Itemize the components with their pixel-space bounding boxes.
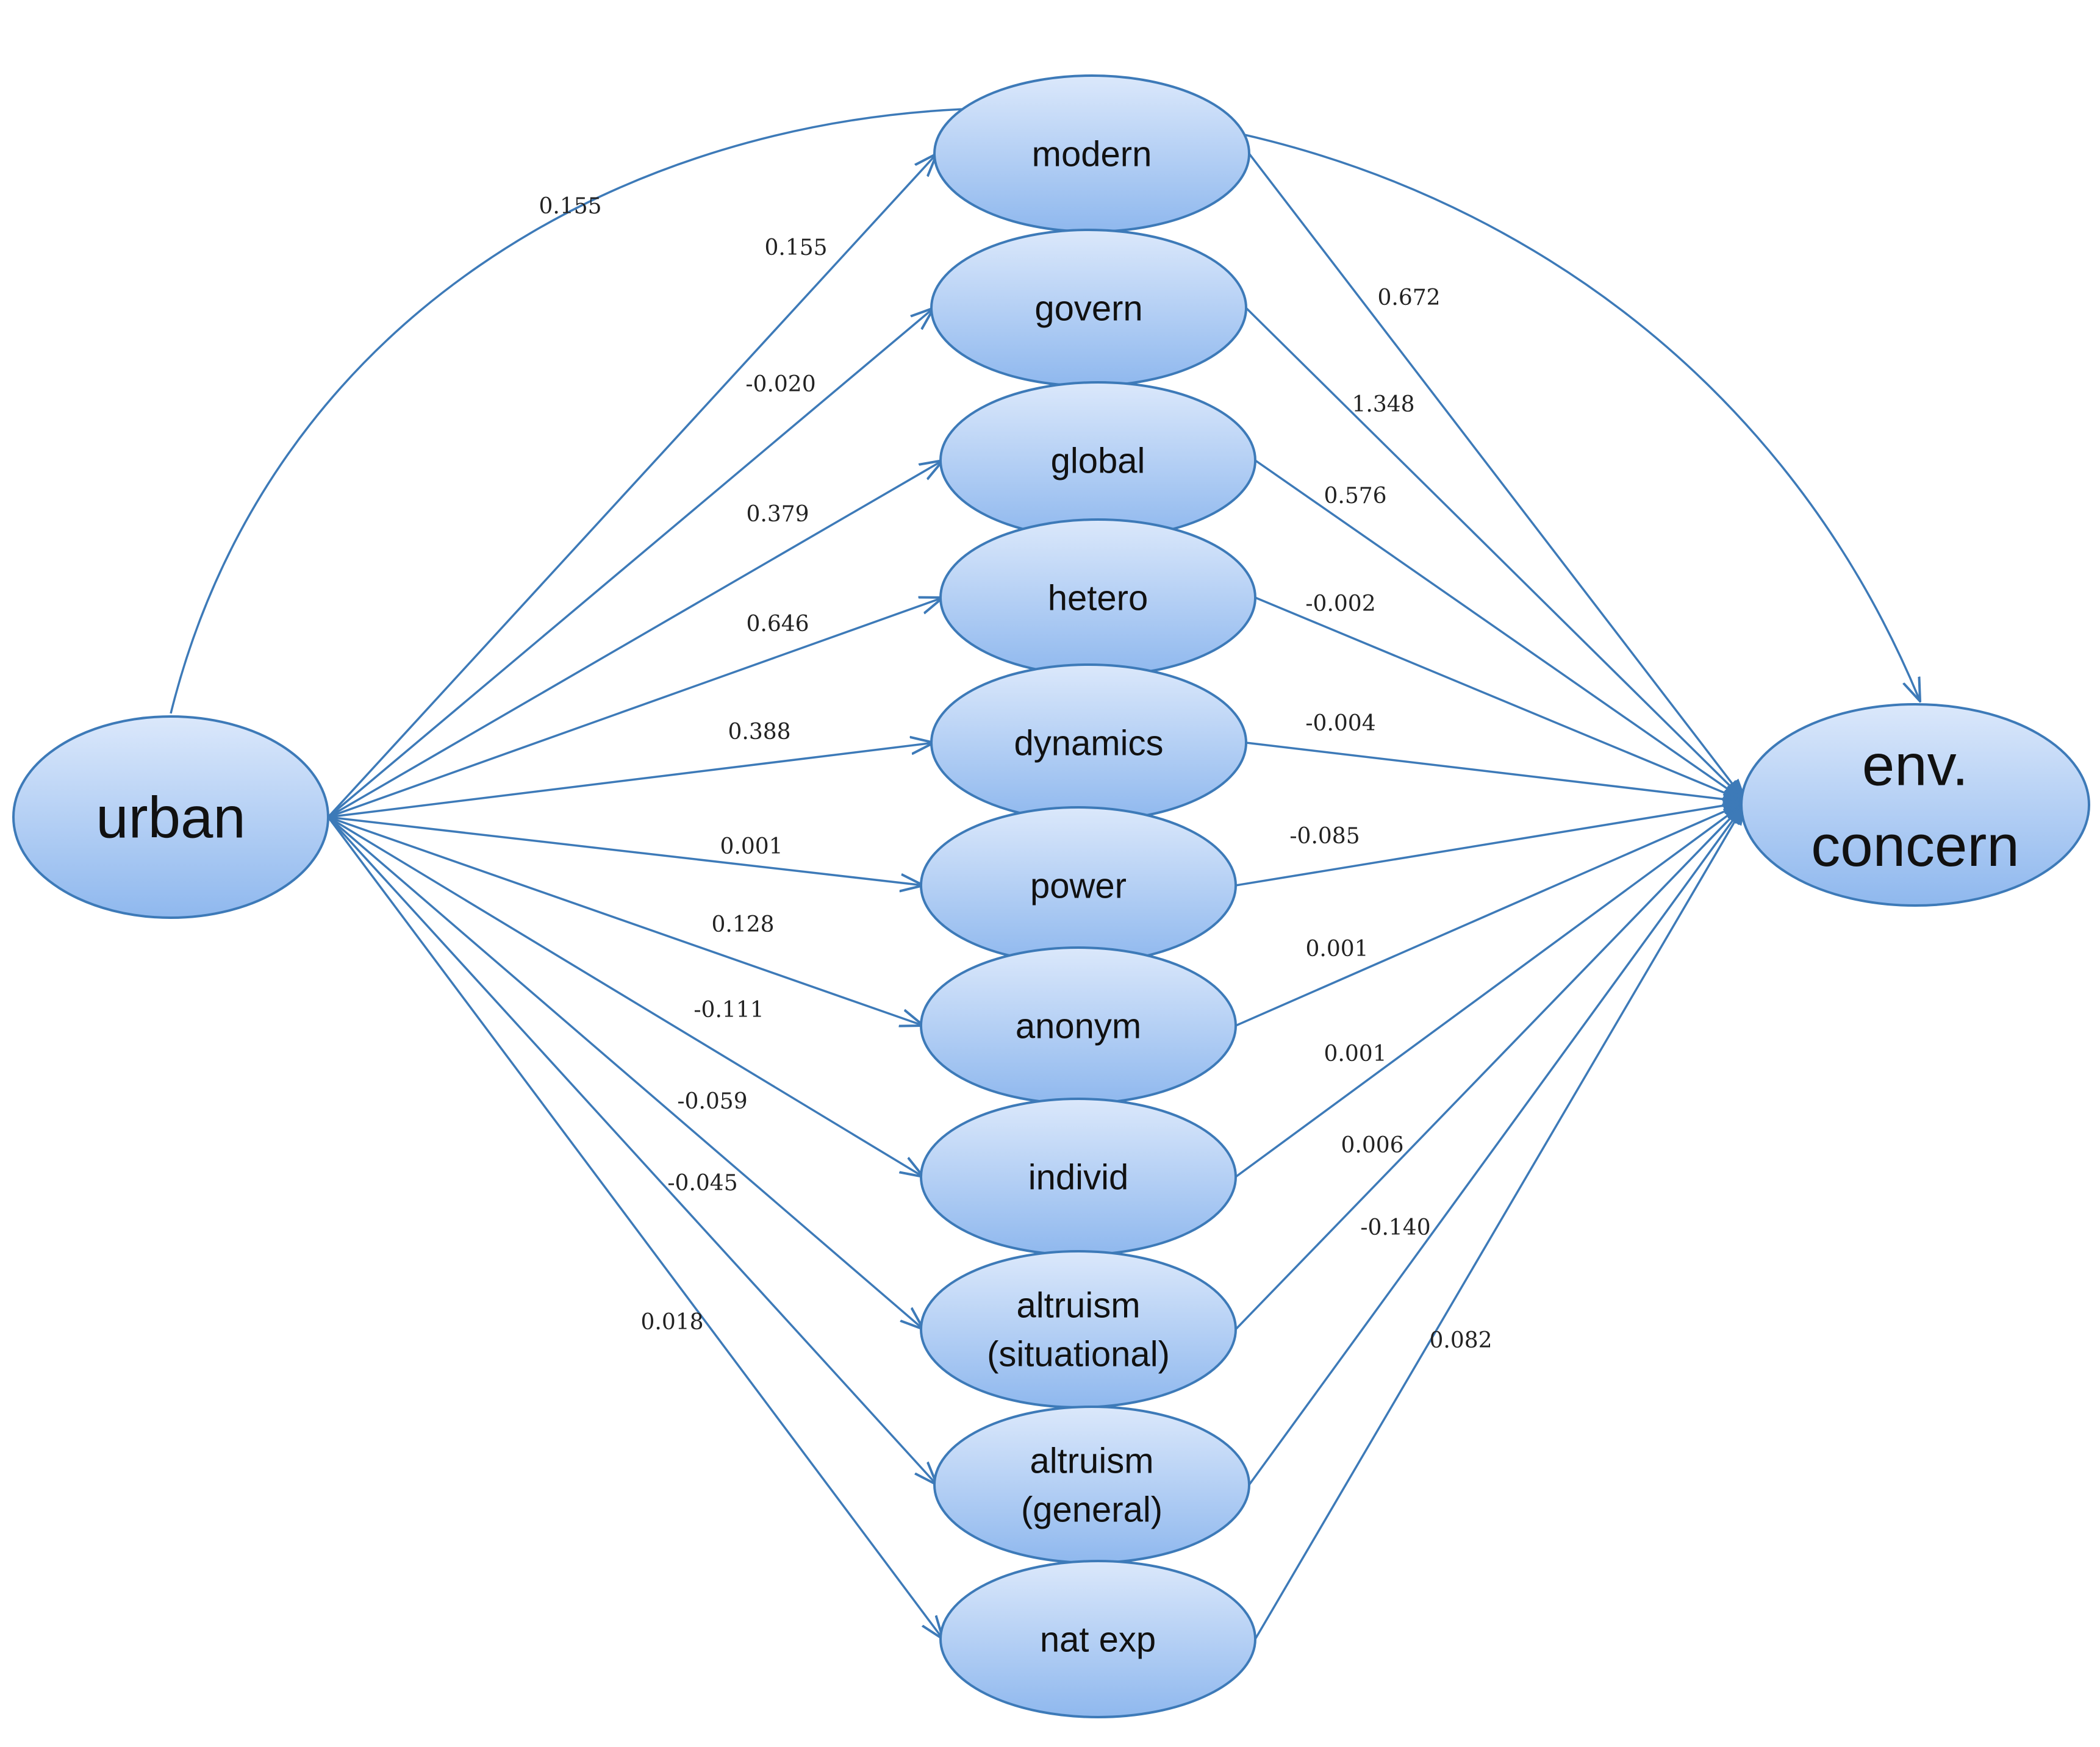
node-urban-label: urban — [96, 785, 246, 851]
node-urban-ellipse — [12, 715, 329, 919]
path-urban-to-global — [328, 460, 943, 818]
node-altruism-situational-label: (situational) — [987, 1334, 1170, 1374]
path-global-to-env-concern — [1255, 459, 1746, 802]
path-individ-to-env-concern — [1235, 802, 1746, 1178]
coefficient-urban-modern: 0.155 — [764, 235, 827, 260]
path-urban-to-power — [328, 816, 923, 885]
node-env-concern-label: env. — [1862, 732, 1968, 798]
node-env-concern-label: concern — [1811, 813, 2019, 879]
edges — [170, 107, 1920, 1640]
node-modern: modern — [933, 74, 1250, 233]
path-urban-to-altruism-general — [327, 816, 937, 1485]
node-global-label: global — [1051, 441, 1145, 481]
coefficient-modern-env: 0.672 — [1377, 285, 1440, 310]
node-env-concern-ellipse — [1740, 703, 2090, 907]
coefficient-urban-dynamics: 0.388 — [728, 720, 790, 745]
node-govern-label: govern — [1034, 288, 1142, 328]
coefficient-govern-env: 1.348 — [1352, 392, 1414, 417]
coefficient-urban-govern: -0.020 — [745, 372, 815, 397]
path-dynamics-to-env-concern — [1245, 741, 1746, 802]
coefficient-altruism-situational-env: 0.006 — [1341, 1133, 1403, 1158]
coefficient-urban-nat-exp: 0.018 — [640, 1310, 703, 1335]
path-urban-to-hetero — [328, 598, 943, 818]
node-nat-exp-label: nat exp — [1040, 1620, 1156, 1659]
path-urban-to-nat-exp — [327, 816, 943, 1639]
path-modern-to-env-concern — [1248, 152, 1746, 802]
path-govern-to-env-concern — [1245, 307, 1746, 802]
path-urban-to-govern — [327, 308, 934, 818]
coefficient-urban-individ: -0.111 — [693, 998, 764, 1023]
path-urban-to-modern — [327, 154, 937, 818]
node-altruism-general: altruism (general) — [933, 1406, 1250, 1564]
coefficient-anonym-env: 0.001 — [1305, 937, 1368, 962]
node-modern-label: modern — [1032, 134, 1152, 174]
node-govern: govern — [930, 229, 1247, 387]
path-altruism-general-to-env-concern — [1248, 802, 1746, 1486]
node-anonym: anonym — [920, 946, 1237, 1105]
path-urban-to-altruism-situational — [327, 816, 923, 1329]
node-anonym-label: anonym — [1016, 1006, 1141, 1046]
coefficient-power-env: -0.085 — [1289, 824, 1360, 849]
path-urban-to-anonym — [328, 816, 923, 1026]
nodes: urban env. concern modern govern global hetero… — [12, 74, 2090, 1718]
path-altruism-situational-to-env-concern — [1235, 802, 1746, 1331]
path-urban-to-individ — [328, 816, 923, 1177]
node-dynamics-label: dynamics — [1014, 723, 1164, 763]
node-nat-exp-ellipse — [939, 1560, 1256, 1718]
node-altruism-general-ellipse — [933, 1406, 1250, 1564]
coefficient-urban-hetero: 0.646 — [746, 612, 809, 637]
node-altruism-general-label: altruism — [1030, 1441, 1153, 1481]
coefficient-urban-anonym: 0.128 — [711, 912, 774, 937]
node-hetero: hetero — [939, 518, 1256, 677]
node-altruism-situational-ellipse — [920, 1250, 1237, 1409]
node-individ: individ — [920, 1098, 1237, 1256]
coefficient-urban-altruism-general: -0.045 — [667, 1171, 737, 1196]
node-altruism-situational-label: altruism — [1016, 1285, 1140, 1325]
path-nat-exp-to-env-concern — [1254, 802, 1746, 1640]
coefficient-nat-exp-env: 0.082 — [1429, 1328, 1492, 1353]
node-urban: urban — [12, 715, 329, 919]
coefficient-urban-global: 0.379 — [746, 502, 809, 527]
node-hetero-label: hetero — [1048, 578, 1148, 618]
direct-effect-coefficient: 0.155 — [539, 194, 601, 219]
node-dynamics: dynamics — [930, 663, 1247, 822]
node-individ-label: individ — [1028, 1157, 1128, 1197]
node-power-label: power — [1030, 866, 1127, 906]
coefficient-urban-power: 0.001 — [720, 834, 783, 859]
coefficient-dynamics-env: -0.004 — [1305, 711, 1375, 736]
path-urban-to-dynamics — [328, 743, 934, 818]
coefficient-individ-env: 0.001 — [1324, 1041, 1386, 1066]
coefficient-altruism-general-env: -0.140 — [1360, 1215, 1430, 1240]
node-nat-exp: nat exp — [939, 1560, 1256, 1718]
coefficient-urban-altruism-situational: -0.059 — [677, 1089, 747, 1114]
coefficient-labels: 0.155 0.155 -0.020 0.379 0.646 0.388 0.001 0.12… — [539, 194, 1492, 1353]
node-altruism-general-label: (general) — [1021, 1490, 1163, 1529]
path-hetero-to-env-concern — [1255, 596, 1746, 803]
coefficient-global-env: 0.576 — [1324, 484, 1386, 509]
node-global: global — [939, 381, 1256, 540]
node-power: power — [920, 806, 1237, 965]
node-altruism-situational: altruism (situational) — [920, 1250, 1237, 1409]
path-power-to-env-concern — [1235, 802, 1746, 887]
path-anonym-to-env-concern — [1235, 801, 1746, 1027]
coefficient-hetero-env: -0.002 — [1305, 591, 1375, 616]
node-env-concern: env. concern — [1740, 703, 2090, 907]
